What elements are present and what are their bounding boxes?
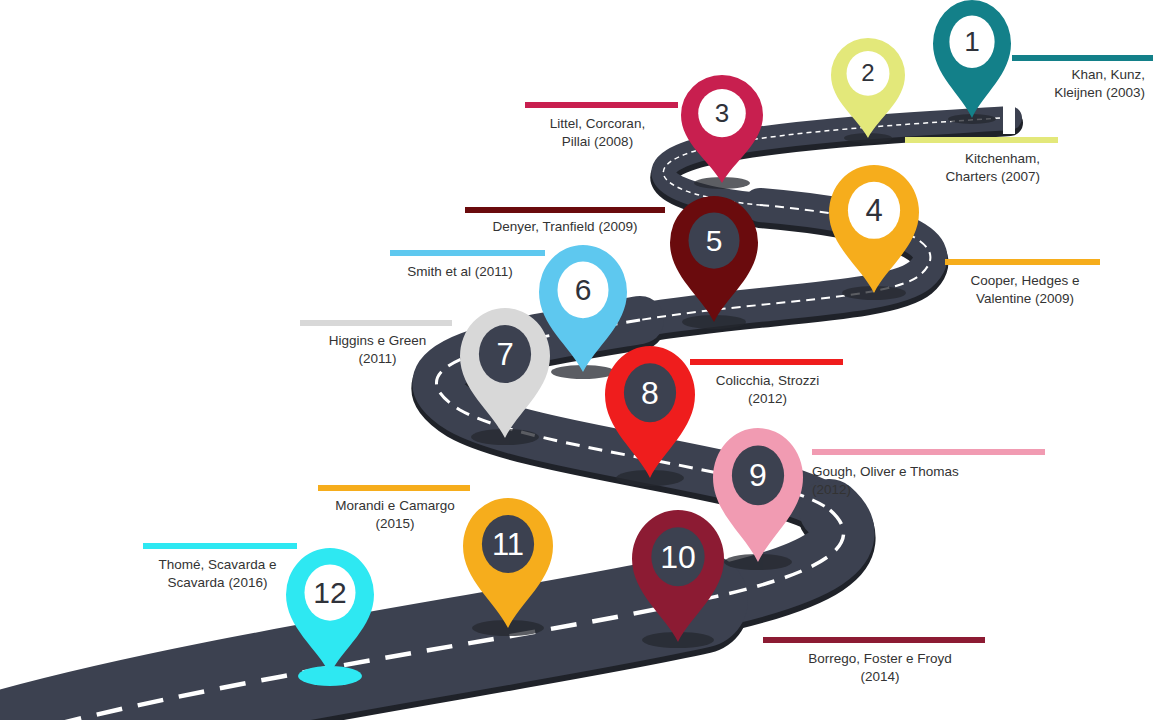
road-shadow [0,123,1010,720]
pin-body [463,498,553,628]
pin-body [460,308,550,438]
citation-label: Littel, Corcoran, Pillai (2008) [535,115,660,151]
map-pin: 1 [933,0,1011,118]
pin-shape [829,165,919,293]
callout-number: 1 [933,28,1011,56]
map-pin: 2 [831,38,905,138]
callout-number: 11 [463,529,553,560]
map-pin: 8 [605,346,695,478]
pin-shadows [471,114,996,648]
road-surface [0,118,1010,720]
citation-label: Khan, Kunz, Kleijnen (2003) [1035,66,1145,102]
citation-label: Gough, Oliver e Thomas (2012) [812,463,982,499]
pin-body [681,75,763,183]
citation-label: Borrego, Foster e Froyd (2014) [800,650,960,686]
pin-shape [670,196,758,322]
pin-shape [933,0,1011,118]
map-pin: 12 [286,548,374,674]
map-pin: 3 [681,75,763,183]
pin-shape [605,346,695,478]
pin-shape [463,498,553,628]
map-pin: 4 [829,165,919,293]
pin-body [831,38,905,138]
callout-number: 6 [539,275,627,305]
map-pin: 9 [713,428,803,562]
callout-number: 3 [681,100,763,126]
citation-label: Colicchia, Strozzi (2012) [700,372,835,408]
map-pin: 7 [460,308,550,438]
callout-number: 10 [632,541,724,573]
callout-number: 12 [286,578,374,608]
callout-number: 9 [713,459,803,491]
citation-label: Cooper, Hedges e Valentine (2009) [960,272,1090,308]
callout-number: 8 [605,377,695,409]
pin-shape [713,428,803,562]
road-end [1003,104,1015,134]
pin-shape [681,75,763,183]
pin-body [632,510,724,642]
pin-body [539,245,627,372]
map-pin: 11 [463,498,553,628]
pin-shape [632,510,724,642]
callout-number: 5 [670,226,758,256]
citation-label: Denyer, Tranfield (2009) [470,218,660,236]
pin-shape [831,38,905,138]
callout-number: 7 [460,339,550,370]
citation-label: Thomé, Scavarda e Scavarda (2016) [150,556,285,592]
callout-number: 4 [829,195,919,226]
callout-number: 2 [831,61,905,85]
pin-shape [460,308,550,438]
pin-body [829,165,919,293]
pin-body [286,548,374,674]
pin-shape [539,245,627,372]
citation-label: Morandi e Camargo (2015) [330,497,460,533]
citation-label: Smith et al (2011) [385,263,535,281]
pin-shape [286,548,374,674]
map-pin: 6 [539,245,627,372]
citation-label: Kitchenham, Charters (2007) [930,150,1040,186]
pin-body [933,0,1011,118]
map-pin: 10 [632,510,724,642]
lane-dashes [0,118,1000,720]
pin-body [605,346,695,478]
citation-label: Higgins e Green (2011) [310,332,445,368]
map-pin: 5 [670,196,758,322]
pin-body [713,428,803,562]
pin-body [670,196,758,322]
